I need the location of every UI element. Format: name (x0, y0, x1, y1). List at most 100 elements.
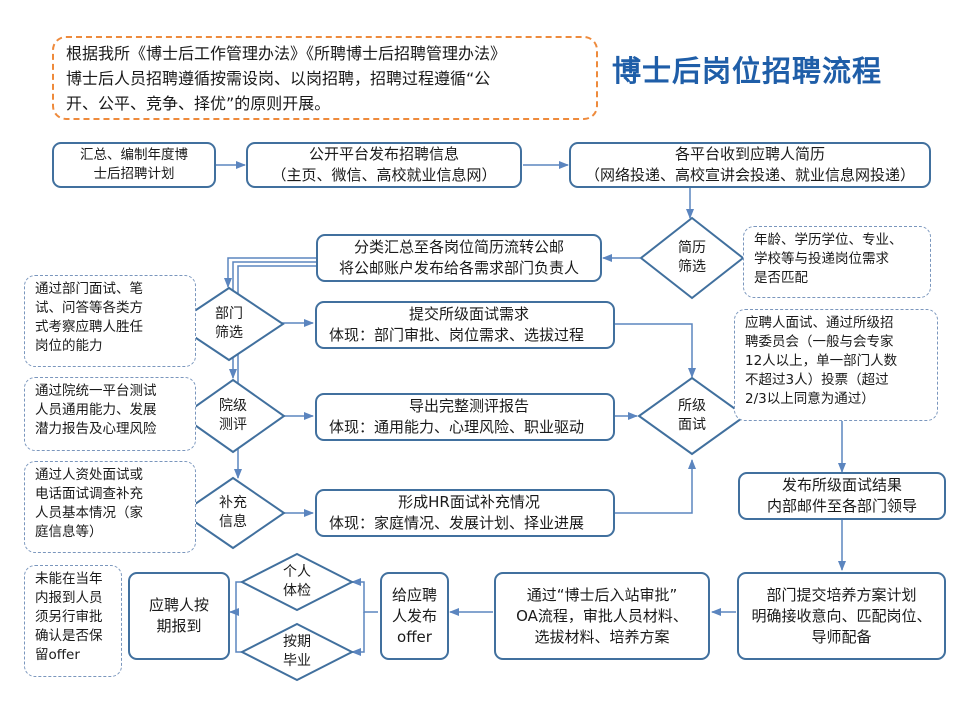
dept-method-line: 通过部门面试、笔 (35, 281, 143, 297)
institute-test-label: 院级 测评 (203, 397, 263, 435)
dept-screen-label: 部门 筛选 (199, 305, 259, 343)
intro-line: 开、公平、竞争、择优”的原则开展。 (66, 94, 331, 113)
test-method-note: 通过院统一平台测试 人员通用能力、发展 潜力报告及心理风险 (24, 377, 196, 451)
receive-line: 各平台收到应聘人简历 (674, 145, 825, 163)
training-line: 部门提交培养方案计划 (766, 585, 917, 604)
resume-criteria-line: 是否匹配 (754, 270, 808, 286)
institute-test-line: 院级 (219, 398, 247, 414)
offer-line: 给应聘 (391, 585, 437, 604)
intro-line: 根据我所《博士后工作管理办法》《所聘博士后招聘管理办法》 (66, 44, 507, 63)
graduate-line: 毕业 (283, 653, 311, 669)
training-line: 明确接收意向、匹配岗位、 (751, 606, 932, 625)
plan-box: 汇总、编制年度博 士后招聘计划 (52, 142, 216, 188)
arrow-request-to-interview (615, 323, 696, 378)
report-in-line: 应聘人按 (148, 596, 209, 614)
committee-line: 不超过3人）投票（超过 (745, 372, 889, 388)
oa-line: 通过“博士后入站审批” (526, 585, 678, 604)
late-report-note: 未能在当年 内报到人员 须另行审批 确认是否保 留offer (24, 565, 122, 677)
institute-test-line: 测评 (219, 417, 247, 433)
committee-line: 聘委员会（一般与会专家 (745, 334, 894, 350)
arrow-distribute-to-dept (224, 257, 316, 288)
dept-request-line: 提交所级面试需求 (408, 305, 529, 323)
committee-line: 2/3以上同意为通过） (745, 391, 875, 407)
medical-label: 个人 体检 (267, 563, 327, 601)
report-in-box: 应聘人按 期报到 (128, 572, 230, 660)
resume-criteria-note: 年龄、学历学位、专业、 学校等与投递岗位需求 是否匹配 (743, 226, 931, 298)
offer-line: offer (397, 627, 432, 646)
arrow-interview-to-result (744, 415, 846, 473)
report-line: 导出完整测评报告 (408, 397, 529, 415)
institute-interview-line: 面试 (678, 417, 706, 433)
institute-interview-diamond (637, 376, 747, 456)
committee-line: 应聘人面试、通过所级招 (745, 315, 894, 331)
arrow-offer-to-medical (351, 578, 378, 613)
dept-method-line: 岗位的能力 (35, 338, 103, 354)
plan-line: 士后招聘计划 (93, 166, 175, 182)
arrow-distribute-to-supplement (234, 265, 316, 479)
dept-request-box: 提交所级面试需求 体现：部门审批、岗位需求、选拔过程 (315, 301, 615, 349)
supplement-diamond (180, 476, 286, 550)
test-method-line: 潜力报告及心理风险 (35, 421, 157, 437)
hr-method-line: 庭信息等） (35, 524, 103, 540)
page-title: 博士后岗位招聘流程 (612, 54, 883, 88)
arrow-graduate-to-report (235, 612, 244, 653)
oa-box: 通过“博士后入站审批” OA流程，审批人员材料、 选拔材料、培养方案 (494, 572, 710, 660)
hr-box: 形成HR面试补充情况 体现：家庭情况、发展计划、择业进展 (315, 489, 615, 537)
offer-box: 给应聘 人发布 offer (380, 572, 449, 660)
plan-line: 汇总、编制年度博 (80, 147, 188, 163)
oa-line: 选拔材料、培养方案 (534, 627, 670, 646)
resume-screen-line: 简历 (678, 240, 706, 256)
test-method-line: 通过院统一平台测试 (35, 383, 157, 399)
dept-screen-line: 部门 (215, 306, 243, 322)
arrow-medical-to-report (229, 581, 244, 616)
distribute-line: 将公邮账户发布给各需求部门负责人 (338, 259, 579, 277)
report-box: 导出完整测评报告 体现：通用能力、心理风险、职业驱动 (315, 393, 615, 441)
publish-line: （主页、微信、高校就业信息网） (271, 166, 497, 184)
hr-line: 形成HR面试补充情况 (398, 493, 540, 511)
receive-box: 各平台收到应聘人简历 （网络投递、高校宣讲会投递、就业信息网投递） (569, 142, 931, 188)
medical-line: 个人 (283, 564, 311, 580)
distribute-line: 分类汇总至各岗位简历流转公邮 (353, 238, 564, 256)
institute-test-diamond (180, 378, 286, 454)
committee-note: 应聘人面试、通过所级招 聘委员会（一般与会专家 12人以上，单一部门人数 不超过… (734, 309, 938, 421)
resume-screen-diamond (639, 216, 745, 300)
result-box: 发布所级面试结果 内部邮件至各部门领导 (738, 472, 946, 520)
resume-screen-line: 筛选 (678, 259, 706, 275)
resume-criteria-line: 学校等与投递岗位需求 (754, 251, 889, 267)
medical-line: 体检 (283, 583, 311, 599)
graduate-line: 按期 (283, 634, 311, 650)
late-report-line: 须另行审批 (35, 609, 103, 625)
report-in-line: 期报到 (156, 617, 202, 635)
graduate-label: 按期 毕业 (267, 633, 327, 671)
dept-screen-line: 筛选 (215, 325, 243, 341)
hr-line: 体现：家庭情况、发展计划、择业进展 (329, 514, 585, 532)
arrow-offer-to-graduate (351, 612, 365, 656)
distribute-box: 分类汇总至各岗位简历流转公邮 将公邮账户发布给各需求部门负责人 (316, 234, 602, 282)
late-report-line: 内报到人员 (35, 590, 103, 606)
receive-line: （网络投递、高校宣讲会投递、就业信息网投递） (584, 166, 915, 184)
result-line: 内部邮件至各部门领导 (766, 497, 917, 515)
late-report-line: 确认是否保 (35, 628, 103, 644)
hr-method-line: 通过人资处面试或 (35, 467, 143, 483)
arrow-hr-to-interview (615, 459, 696, 514)
late-report-line: 留offer (35, 647, 80, 663)
hr-method-note: 通过人资处面试或 电话面试调查补充 人员基本情况（家 庭信息等） (24, 461, 196, 553)
committee-line: 12人以上，单一部门人数 (745, 353, 898, 369)
dept-method-line: 式考察应聘人胜任 (35, 319, 143, 335)
offer-line: 人发布 (391, 606, 437, 625)
supplement-label: 补充 信息 (203, 494, 263, 532)
resume-criteria-line: 年龄、学历学位、专业、 (754, 232, 903, 248)
test-method-line: 人员通用能力、发展 (35, 402, 157, 418)
dept-method-line: 试、问答等各类方 (35, 300, 143, 316)
dept-request-line: 体现：部门审批、岗位需求、选拔过程 (329, 326, 585, 344)
supplement-line: 补充 (219, 495, 247, 511)
intro-line: 博士后人员招聘遵循按需设岗、以岗招聘，招聘过程遵循“公 (66, 69, 491, 88)
institute-interview-label: 所级 面试 (662, 397, 722, 435)
intro-note: 根据我所《博士后工作管理办法》《所聘博士后招聘管理办法》 博士后人员招聘遵循按需… (52, 36, 598, 120)
report-line: 体现：通用能力、心理风险、职业驱动 (329, 418, 585, 436)
institute-interview-line: 所级 (678, 398, 706, 414)
graduate-diamond (239, 622, 355, 682)
medical-diamond (239, 552, 355, 612)
dept-method-note: 通过部门面试、笔 试、问答等各类方 式考察应聘人胜任 岗位的能力 (24, 275, 196, 367)
